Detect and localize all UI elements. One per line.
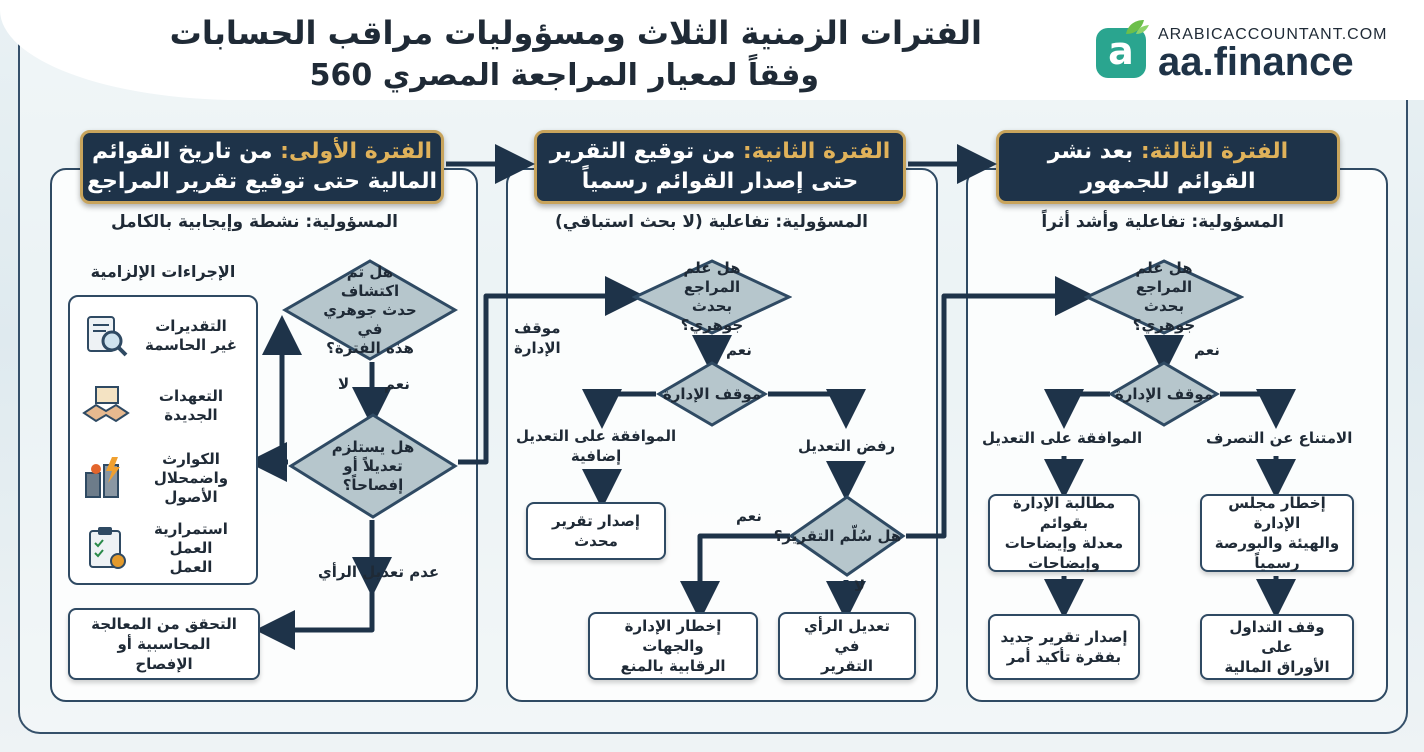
p3-decision-auditor-aware: هل علم المراجع بحدث جوهري؟ xyxy=(1084,258,1244,336)
p3-yes-label: نعم xyxy=(1194,341,1220,359)
p2-yes2-label: نعم xyxy=(736,507,762,525)
handshake-icon xyxy=(82,386,130,423)
procedure-commitments: التعهدات الجديدة xyxy=(78,375,254,437)
period-1-responsibility: المسؤولية: نشطة وإيجابية بالكامل xyxy=(110,212,398,232)
period-2-title: من توقيع التقرير xyxy=(549,139,736,164)
procedure-label: التقديرات غير الحاسمة xyxy=(144,317,238,354)
p2-decision-auditor-aware: هل علم المراجع بحدث جوهري؟ xyxy=(632,258,792,336)
p1-verify-treatment-box: التحقق من المعالجة المحاسبية أو الإفصاح xyxy=(68,608,260,680)
decision-text: هل سُلّم التقرير؟ xyxy=(773,526,902,545)
p1-no-label: لا xyxy=(338,375,350,393)
period-2-header: الفترة الثانية: من توقيع التقرير حتى إصد… xyxy=(534,130,906,204)
p2-modify-opinion-box: تعديل الرأي في التقرير xyxy=(778,612,916,680)
period-2-name: الفترة الثانية: xyxy=(742,139,891,164)
decision-text: موقف الإدارة xyxy=(662,384,762,403)
p3-new-report-box: إصدار تقرير جديد بفقرة تأكيد أمر xyxy=(988,614,1140,680)
p1-decision-event-detected: هل تم اكتشاف حدث جوهري في هذه الفترة؟ xyxy=(282,258,458,362)
procedures-panel: التقديرات غير الحاسمة التعهدات الجديدة ا… xyxy=(68,295,258,585)
procedure-label: التعهدات الجديدة xyxy=(158,387,224,424)
page-subtitle: وفقاً لمعيار المراجعة المصري 560 xyxy=(309,58,819,93)
p3-stop-trading-box: وقف التداول على الأوراق المالية xyxy=(1200,614,1354,680)
p3-refrain-label: الامتناع عن التصرف xyxy=(1206,429,1353,447)
decision-text: هل علم المراجع بحدث جوهري؟ xyxy=(1132,259,1196,334)
p2-refuse-label: رفض التعديل xyxy=(798,437,896,455)
procedure-label: استمرارية العمل العمل xyxy=(154,519,228,576)
procedure-disasters: الكوارث واضمحلال الأصول xyxy=(78,447,254,509)
p2-agree-label: الموافقة على التعديل إضافية xyxy=(516,427,677,465)
brand-name: aa.finance xyxy=(1158,40,1354,84)
period-1-header: الفترة الأولى: من تاريخ القوائم المالية … xyxy=(80,130,444,204)
procedure-estimates: التقديرات غير الحاسمة xyxy=(78,305,254,367)
disaster-icon xyxy=(85,457,120,498)
p2-issue-updated-report-box: إصدار تقرير محدث xyxy=(526,502,666,560)
p3-agree-label: الموافقة على التعديل xyxy=(982,429,1143,447)
period-2-responsibility: المسؤولية: تفاعلية (لا بحث استباقي) xyxy=(554,212,868,232)
p1-no-modification-label: عدم تعديل الرأي xyxy=(318,563,440,581)
p3-notify-board-box: إخطار مجلس الإدارة والهيئة والبورصة رسمي… xyxy=(1200,494,1354,572)
period-2-title-line2: حتى إصدار القوائم رسمياً xyxy=(581,169,859,194)
decision-text: موقف الإدارة xyxy=(1114,384,1214,403)
p3-decision-management-position: موقف الإدارة xyxy=(1108,360,1220,428)
period-3-title-line2: القوائم للجمهور xyxy=(1080,169,1256,194)
decision-text: هل يستلزم تعديلاً أو إفصاحاً؟ xyxy=(331,437,415,494)
p1-yes-label: نعم xyxy=(384,375,410,393)
period-3-title: بعد نشر xyxy=(1047,139,1134,164)
period-1-title: من تاريخ القوائم xyxy=(91,139,273,164)
procedures-title: الإجراءات الإلزامية xyxy=(90,262,236,281)
header-band xyxy=(0,0,1424,100)
period-3-header: الفترة الثالثة: بعد نشر القوائم للجمهور xyxy=(996,130,1340,204)
p1-decision-requires-adjustment: هل يستلزم تعديلاً أو إفصاحاً؟ xyxy=(288,412,458,520)
p2-management-label: موقف الإدارة xyxy=(514,319,561,357)
p2-decision-management-position: موقف الإدارة xyxy=(656,360,768,428)
period-1-title-line2: المالية حتى توقيع تقرير المراجع xyxy=(87,169,437,194)
period-3-name: الفترة الثالثة: xyxy=(1140,139,1289,164)
site-name: ARABICACCOUNTANT.COM xyxy=(1158,26,1388,43)
page-title: الفترات الزمنية الثلاث ومسؤوليات مراقب ا… xyxy=(169,14,982,52)
procedure-label: الكوارث واضمحلال الأصول xyxy=(153,449,229,506)
leaf-icon xyxy=(1126,20,1149,34)
magnifier-document-icon xyxy=(87,316,128,357)
decision-text: هل تم اكتشاف حدث جوهري في هذه الفترة؟ xyxy=(323,262,417,357)
p3-demand-amended-statements-box: مطالبة الإدارة بقوائم معدلة وإيضاحات وإي… xyxy=(988,494,1140,572)
clipboard-check-icon xyxy=(89,527,126,569)
procedure-going-concern: استمرارية العمل العمل xyxy=(78,517,254,579)
period-3-responsibility: المسؤولية: تفاعلية وأشد أثراً xyxy=(1041,212,1284,232)
p2-notify-authorities-box: إخطار الإدارة والجهات الرقابية بالمنع xyxy=(588,612,758,680)
p2-no2-label: لا xyxy=(854,577,866,595)
p2-yes-label: نعم xyxy=(726,341,752,359)
brand-logo: a xyxy=(1096,28,1146,78)
decision-text: هل علم المراجع بحدث جوهري؟ xyxy=(680,259,744,334)
p2-decision-report-delivered: هل سُلّم التقرير؟ xyxy=(773,494,906,578)
period-1-name: الفترة الأولى: xyxy=(280,139,433,164)
